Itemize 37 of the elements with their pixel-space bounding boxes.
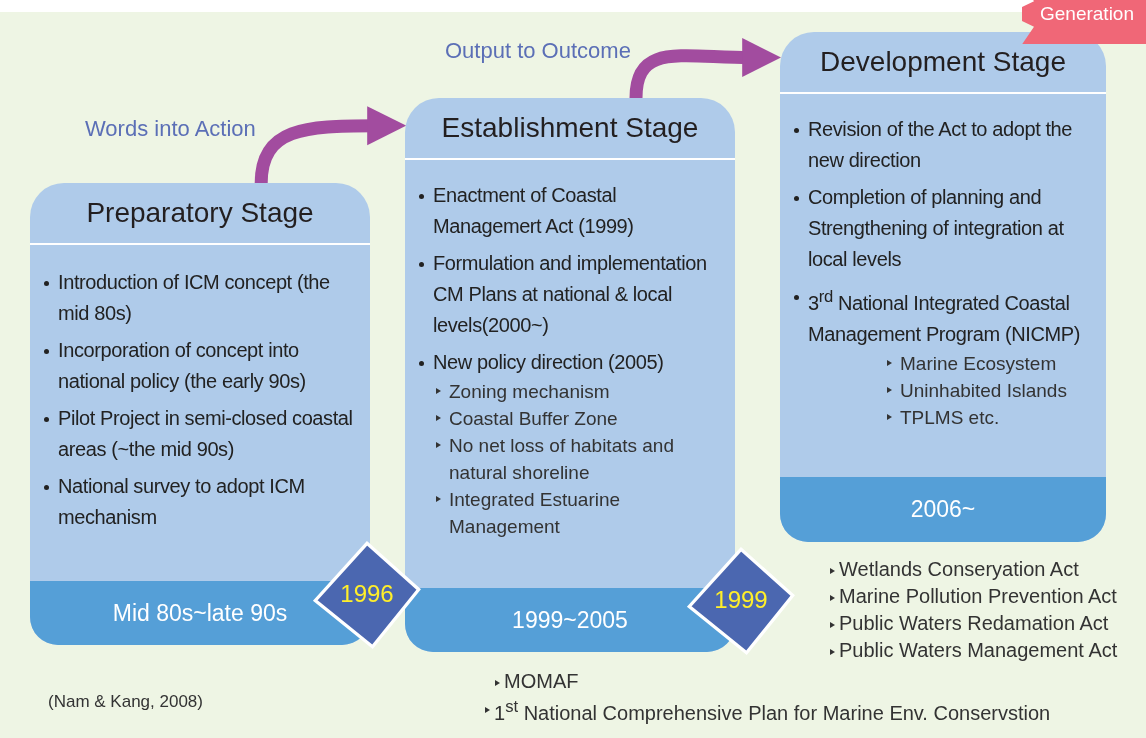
year-diamond — [686, 546, 796, 656]
stage-title: Establishment Stage — [440, 112, 700, 144]
bullet-item: National survey to adopt ICM mechanism — [42, 471, 362, 533]
year-label: 1996 — [339, 580, 395, 608]
list-item: 1$^{st}$ National Comprehensive Plan for Marine Env. Conservstion — [480, 697, 1051, 725]
bullet-item: 3$^{rd}$ National Integrated Coastal Management Program (NICMP) — [792, 281, 1098, 350]
list-item: Wetlands Conseryation Act — [825, 558, 1079, 581]
list-item: MOMAF — [490, 670, 579, 693]
edge-label: Output to Outcome — [445, 38, 631, 64]
sub-bullet-item: Uninhabited Islands — [882, 376, 1098, 404]
bullet-item: Completion of planning and Strengthening of integration at local levels — [792, 182, 1098, 275]
bullet-item: Enactment of Coastal Managemert Act (1999) — [417, 180, 727, 242]
sub-bullet-item: Marine Ecosystem — [882, 349, 1098, 377]
list-item: Public Waters Management Act — [825, 639, 1118, 662]
bullet-item: Introduction of ICM concept (the mid 80s) — [42, 267, 362, 329]
bullet-item: New policy direction (2005) — [417, 347, 727, 378]
sub-bullet-item: Zoning mechanism — [431, 378, 727, 405]
list-item: Public Waters Redamation Act — [825, 612, 1109, 635]
stage-card — [780, 32, 1106, 542]
year-label: 1999 — [713, 586, 769, 614]
period-band: 2006~ — [780, 477, 1106, 542]
sub-bullet-item: Coastal Buffer Zone — [431, 405, 727, 432]
bullet-item: Pilot Project in semi-closed coastal areas (~the mid 90s) — [42, 403, 362, 465]
starburst-badge — [1022, 0, 1146, 44]
stage-title: Development Stage — [819, 46, 1067, 78]
sub-bullet-item: No net loss of habitats and natural shoreline — [431, 432, 727, 486]
list-item: Marine Pollution Prevention Act — [825, 585, 1117, 608]
bullet-item: Revision of the Act to adopt the new direction — [792, 114, 1098, 176]
badge-text: Generation — [1040, 3, 1135, 25]
sub-bullet-item: TPLMS etc. — [882, 403, 1098, 431]
bullet-item: Formulation and implementation CM Plans at national & local levels(2000~) — [417, 248, 727, 341]
year-diamond — [312, 540, 422, 650]
edge-label: Words into Action — [85, 116, 256, 142]
citation: (Nam & Kang, 2008) — [48, 692, 203, 712]
stage-title: Preparatory Stage — [85, 197, 315, 229]
bullet-item: Incorporation of concept into national policy (the early 90s) — [42, 335, 362, 397]
sub-bullet-item: Integrated Estuarine Management — [431, 486, 727, 540]
